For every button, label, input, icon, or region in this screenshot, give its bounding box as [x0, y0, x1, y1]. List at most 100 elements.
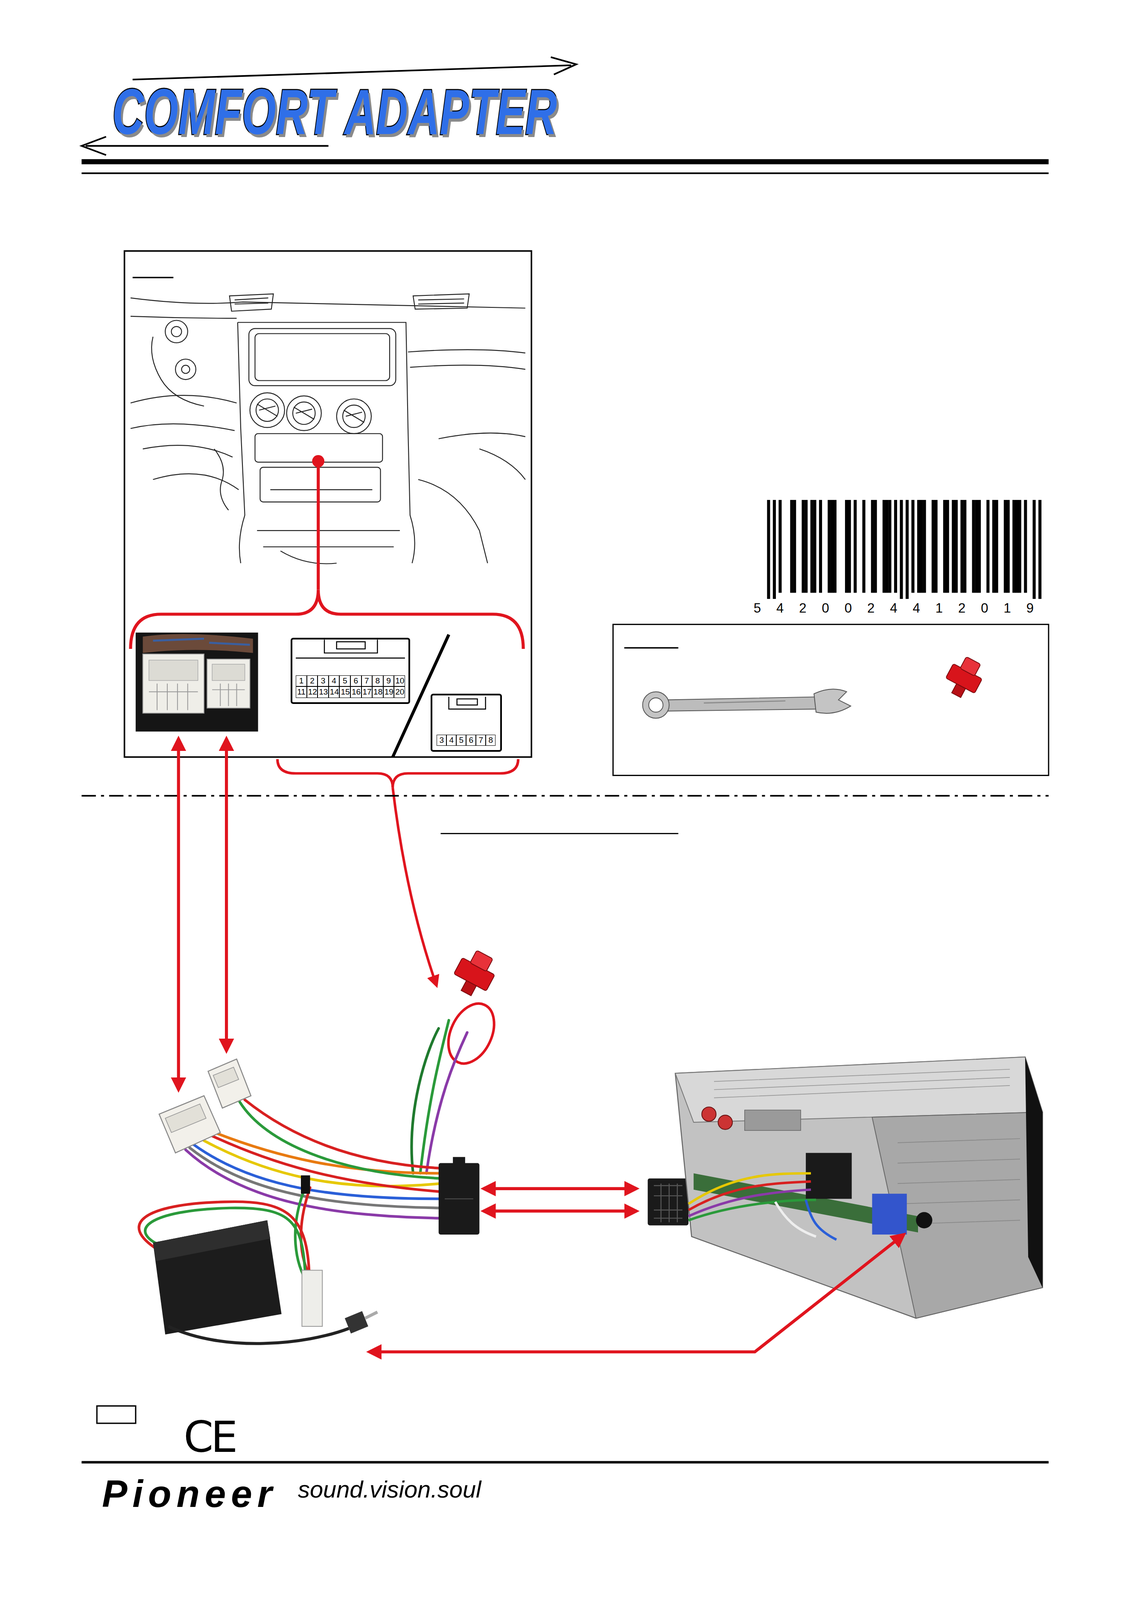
barcode-bar	[862, 499, 866, 593]
barcode-bar	[813, 499, 817, 593]
barcode-bar	[853, 499, 857, 593]
pin-number: 9	[383, 675, 395, 687]
language-box	[96, 1405, 136, 1423]
car-radio	[675, 1056, 1043, 1318]
barcode-bar	[943, 499, 947, 593]
barcode-bar	[789, 499, 793, 593]
pin-number: 7	[475, 734, 486, 747]
barcode-bar	[911, 499, 915, 593]
highlight-ellipse	[439, 996, 504, 1071]
pin-number: 17	[361, 686, 373, 698]
barcode-bar	[974, 499, 978, 593]
drawing	[81, 57, 1049, 1464]
barcode-bar	[960, 499, 964, 593]
pin-number: 1	[295, 675, 307, 687]
barcode-bar	[810, 499, 814, 593]
barcode-bar	[905, 499, 909, 599]
barcode-bar	[1032, 499, 1036, 599]
connector-housing: 1234567891011121314151617181920	[290, 637, 411, 704]
brand-slogan: sound.vision.soul	[297, 1477, 482, 1502]
barcode-bar	[804, 499, 808, 593]
header-rule	[81, 172, 1049, 175]
pin-number: 5	[339, 675, 351, 687]
pin-number: 4	[446, 734, 457, 747]
barcode-bar	[923, 499, 927, 593]
barcode-bar	[894, 499, 898, 593]
barcode-bar	[830, 499, 834, 593]
ce-mark: CE	[183, 1415, 236, 1459]
pin-number: 14	[328, 686, 340, 698]
pin-number: 12	[306, 686, 318, 698]
radio-iso-connector	[647, 1177, 689, 1225]
connector-photo	[135, 632, 259, 732]
pin-number: 20	[393, 686, 406, 698]
pin-number: 8	[372, 675, 384, 687]
pin-number: 3	[436, 734, 447, 747]
barcode-bar	[801, 499, 805, 593]
heading-underline	[440, 832, 679, 834]
pin-number: 10	[393, 675, 406, 687]
barcode-bar	[963, 499, 967, 593]
barcode-bar	[954, 499, 958, 593]
barcode-bar	[1023, 499, 1027, 593]
connector-housing: 345678	[430, 693, 502, 752]
barcode-bar	[845, 499, 849, 593]
pin-number: 19	[383, 686, 395, 698]
divider-slash	[392, 634, 449, 758]
callout-bracket	[277, 758, 519, 986]
pin-grid: 1234567891011121314151617181920	[295, 675, 406, 699]
barcode-bar	[874, 499, 878, 593]
barcode-bar	[972, 499, 976, 593]
barcode-bar	[833, 499, 837, 593]
barcode-bar	[1006, 499, 1010, 593]
header-rule	[81, 159, 1049, 165]
barcode-bar	[1038, 499, 1042, 599]
splice-connector	[941, 652, 989, 703]
callout-bracket	[130, 454, 524, 649]
pin-number: 16	[350, 686, 362, 698]
harness-plug	[159, 1058, 251, 1153]
barcode-bar	[917, 499, 921, 593]
barcode-bar	[1003, 499, 1007, 593]
barcode-bar	[977, 499, 981, 593]
logo-arrows	[81, 57, 577, 155]
splice-connector	[448, 945, 502, 1001]
barcode-bar	[995, 499, 999, 593]
footer-rule	[81, 1460, 1049, 1464]
barcode-bar	[1012, 499, 1016, 593]
barcode-bar	[871, 499, 875, 593]
barcode-bar	[778, 499, 782, 593]
barcode-bar	[888, 499, 892, 593]
barcode-bar	[772, 499, 776, 599]
barcode-bar	[931, 499, 935, 593]
brand-logo: Pioneer	[102, 1474, 277, 1513]
barcode-bar	[899, 499, 903, 599]
pin-number: 11	[295, 686, 307, 698]
barcode-bar	[920, 499, 924, 593]
barcode-bar	[986, 499, 990, 593]
barcode-digits: 5 4 2 0 0 2 4 4 1 2 0 1 9	[752, 601, 1041, 615]
barcode-bar	[992, 499, 996, 593]
interface-module	[139, 1201, 378, 1344]
dashboard-sketch	[130, 293, 526, 564]
logo-title: COMFORT ADAPTER	[112, 79, 557, 144]
pin-number: 4	[328, 675, 340, 687]
pin-number: 7	[361, 675, 373, 687]
panel-frame	[612, 624, 1049, 776]
pin-number: 3	[317, 675, 329, 687]
pin-number: 8	[485, 734, 496, 747]
barcode-bar	[946, 499, 950, 593]
barcode-bar	[766, 499, 770, 599]
pin-number: 5	[456, 734, 467, 747]
wrench-icon	[642, 688, 852, 718]
pin-number: 2	[306, 675, 318, 687]
cable-tie	[300, 1174, 311, 1194]
panel-frame	[124, 250, 532, 757]
pin-number: 6	[466, 734, 476, 747]
pin-number: 18	[372, 686, 384, 698]
barcode-bar	[885, 499, 889, 593]
connector-latch	[295, 639, 486, 710]
barcode-bar	[1015, 499, 1019, 593]
pin-grid: 345678	[436, 734, 496, 747]
